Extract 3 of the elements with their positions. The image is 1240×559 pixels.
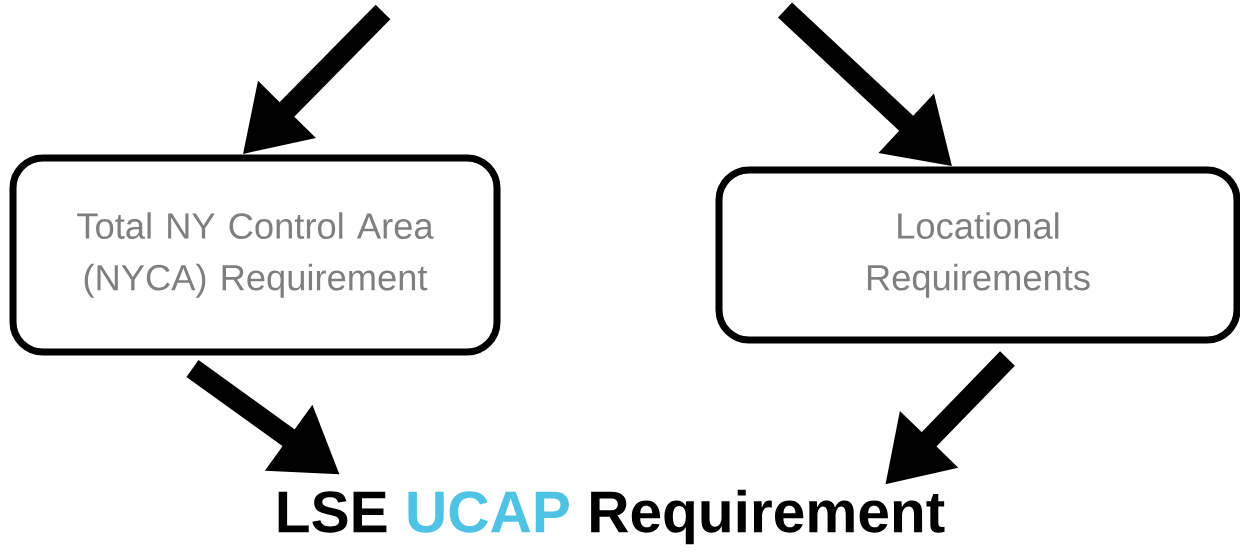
process-box: Total NY Control Area (NYCA) Requirement [9, 154, 501, 356]
result-heading: LSE UCAP Requirement [278, 489, 945, 545]
process-box: Locational Requirements [715, 166, 1240, 344]
